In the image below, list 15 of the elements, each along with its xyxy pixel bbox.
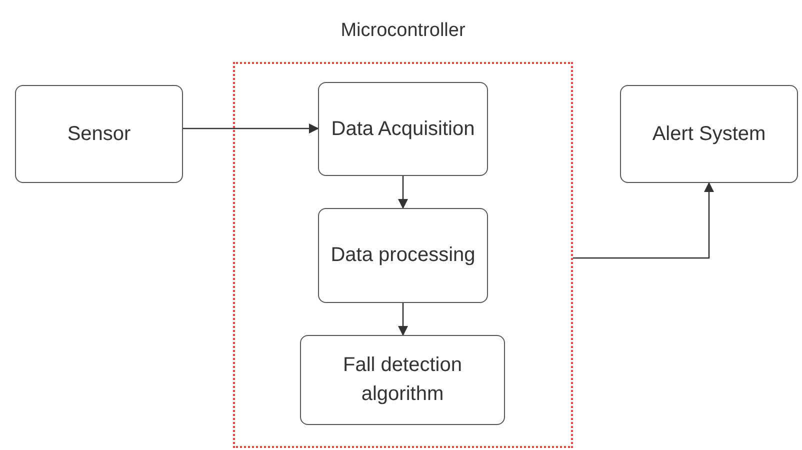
arrow <box>573 182 714 259</box>
process-box <box>318 82 488 176</box>
box-label: Data processing <box>330 243 476 268</box>
process-box <box>318 208 488 303</box>
box-label: Alert System <box>651 122 767 146</box>
group-title: Microcontroller <box>340 20 466 42</box>
process-box <box>300 335 505 425</box>
arrow <box>398 176 408 209</box>
box-label: Fall detection algorithm <box>342 353 463 407</box>
arrow <box>183 124 319 134</box>
arrow <box>398 303 408 336</box>
box-label: Sensor <box>66 122 132 146</box>
box-label: Data Acquisition <box>330 116 476 142</box>
process-box <box>620 85 798 183</box>
process-box <box>15 85 183 183</box>
